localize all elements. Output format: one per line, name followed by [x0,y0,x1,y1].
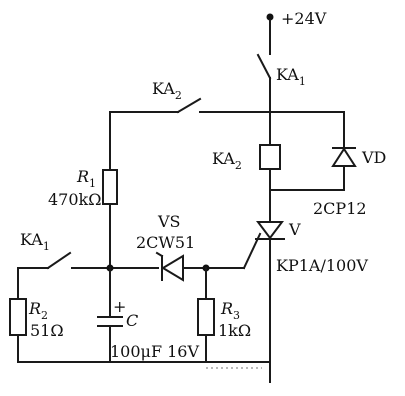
r3-label: R3 [220,299,240,322]
thyristor-label: V [288,220,301,239]
cap-label: C [126,311,138,330]
vd-model: 2CP12 [313,199,367,218]
ka2-contact-label: KA2 [152,79,182,102]
ka2-coil [259,111,281,221]
vd-diode [269,111,357,191]
r1-label: R1 [76,167,96,190]
supply-terminal [266,13,274,37]
ka1-main-contact [256,35,272,113]
vs-zener-diode [155,251,245,282]
thyristor-model: KP1A/100V [276,256,368,275]
resistor-r2 [9,267,27,363]
r2-value: 51Ω [30,321,64,340]
vs-label: VS [157,212,181,231]
resistor-r3 [197,267,215,363]
ka2-contact [109,97,271,114]
resistor-r1 [102,111,118,269]
ka1-left-label: KA1 [20,230,50,253]
cap-value: 100μF 16V [110,342,199,361]
gate-line [17,251,159,272]
supply-label: +24V [281,9,327,28]
r3-value: 1kΩ [218,321,251,340]
vs-model: 2CW51 [136,233,195,252]
cap-plus: + [113,297,126,316]
ka2-coil-label: KA2 [212,149,242,172]
ka1-main-label: KA1 [276,65,306,88]
capacitor-c [97,267,123,363]
ground-rail [17,361,271,383]
r2-label: R2 [28,299,48,322]
vd-label: VD [361,148,386,167]
thyristor-v [242,221,285,363]
r1-value: 470kΩ [48,190,102,209]
